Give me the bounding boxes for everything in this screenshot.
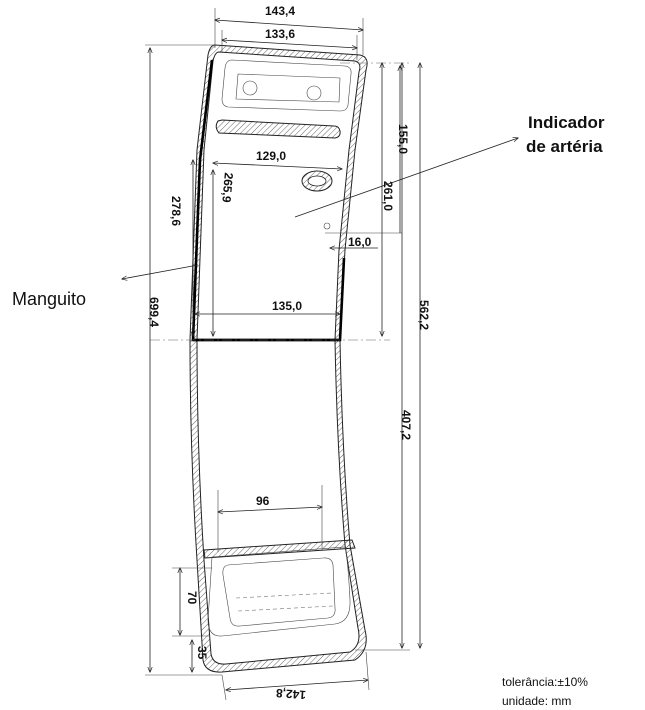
artery-indicator-label-line2: de artéria	[526, 137, 603, 156]
dim-cuff-height: 278,6	[169, 196, 183, 226]
dim-top-outer-width: 143,4	[265, 4, 295, 18]
dim-total-height: 699,4	[147, 297, 161, 327]
dim-lower-height: 407,2	[399, 410, 413, 440]
dim-lower-cuff-width: 135,0	[272, 299, 302, 313]
unit-note: unidade: mm	[502, 694, 571, 708]
indicator-dot	[323, 222, 331, 230]
dim-indicator-to-edge-height: 261,0	[381, 181, 395, 211]
dim-window-width: 96	[256, 494, 270, 508]
dim-top-inner-width: 133,6	[265, 27, 295, 41]
dim-upper-width: 129,0	[256, 149, 286, 163]
cuff-label: Manguito	[12, 289, 86, 309]
dim-right-total-height: 562,2	[417, 300, 431, 330]
tolerance-note: tolerância:±10%	[502, 675, 588, 689]
leader-lines	[122, 138, 518, 279]
cuff-body	[189, 44, 368, 673]
dim-bottom-width: 142,8	[275, 686, 306, 702]
dim-window-height: 70	[185, 591, 199, 605]
dimension-lines	[150, 20, 420, 701]
dim-bottom-gap: 35	[195, 646, 209, 660]
artery-indicator-label-line1: Indicador	[528, 113, 605, 132]
dim-inner-height: 265,9	[219, 172, 236, 203]
dim-indicator-height: 155,0	[396, 124, 410, 154]
dim-indicator-offset: 16,0	[348, 235, 372, 249]
